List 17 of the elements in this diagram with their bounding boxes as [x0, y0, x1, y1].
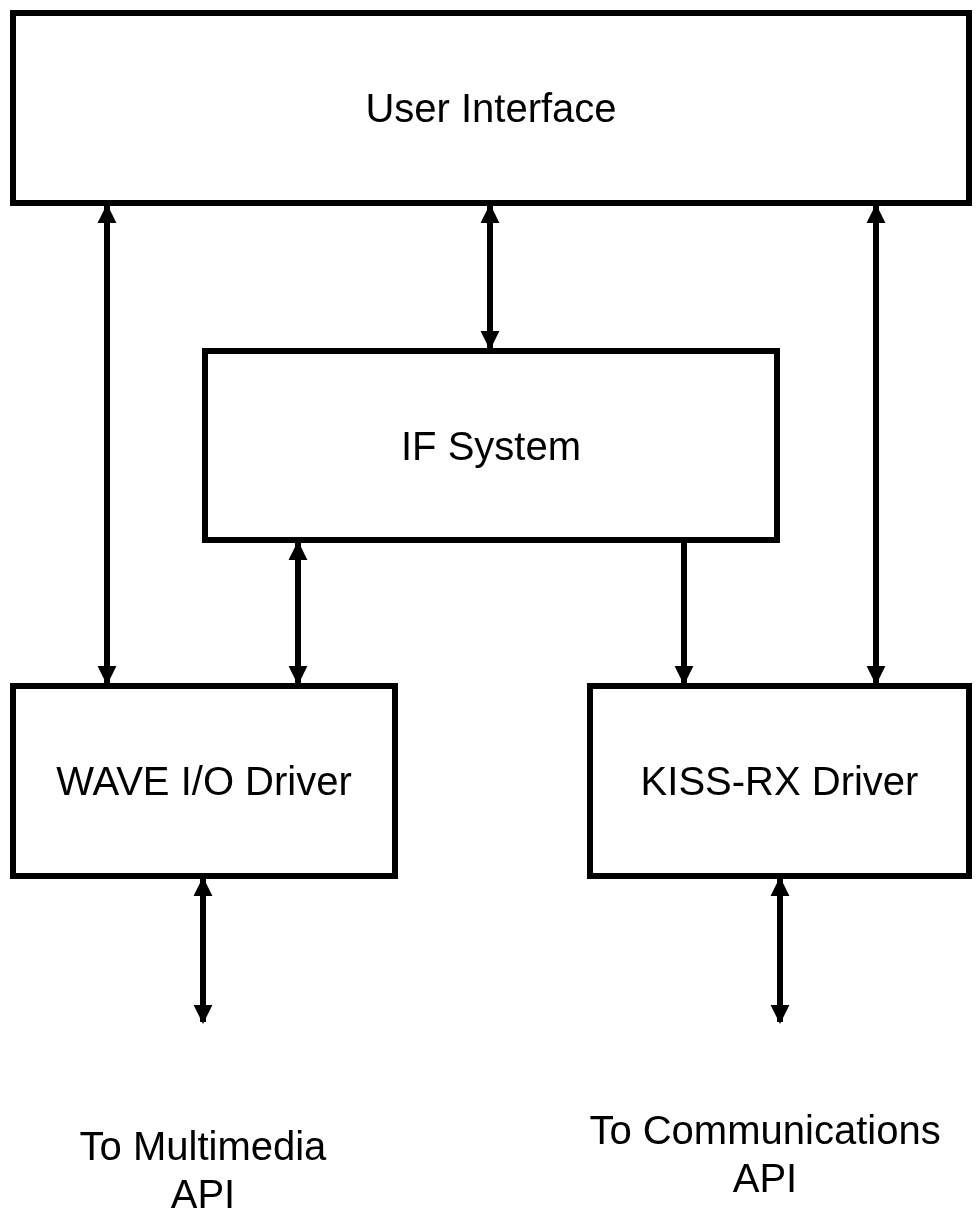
- arrow: [770, 877, 790, 1024]
- arrow: [480, 204, 500, 350]
- arrow: [97, 204, 117, 685]
- process-box: [202, 348, 780, 543]
- arrow: [288, 541, 308, 685]
- process-box: [10, 10, 972, 206]
- arrow: [193, 877, 213, 1024]
- node-label: To Communications API: [588, 1107, 942, 1202]
- node-label: WAVE I/O Driver: [55, 758, 353, 805]
- arrow: [674, 543, 694, 685]
- process-box: [587, 683, 972, 879]
- node-label: KISS-RX Driver: [639, 758, 920, 805]
- process-box: [10, 683, 398, 879]
- arrow: [866, 204, 886, 685]
- node-label: To Multimedia API: [78, 1123, 328, 1218]
- node-label: User Interface: [364, 85, 618, 132]
- node-label: IF System: [400, 422, 582, 470]
